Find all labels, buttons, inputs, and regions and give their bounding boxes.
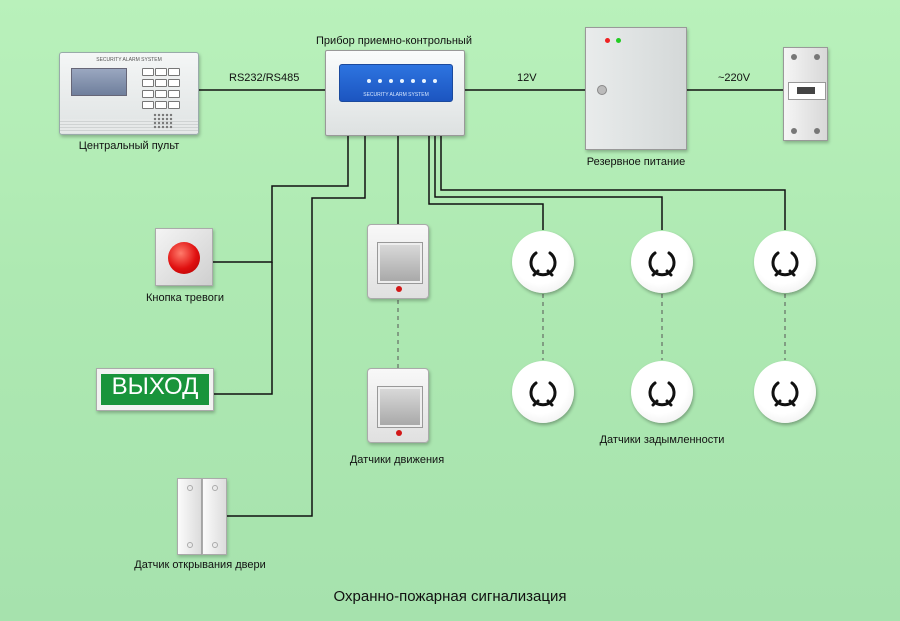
console-strip xyxy=(60,119,198,133)
green-led-icon xyxy=(616,38,621,43)
central-console: SECURITY ALARM SYSTEM xyxy=(59,52,199,135)
alarm-button-label: Кнопка тревоги xyxy=(145,292,225,304)
smoke-detector xyxy=(631,231,693,293)
breaker-switch xyxy=(788,82,826,100)
motion-sensors-label: Датчики движения xyxy=(349,454,445,466)
panel-label: Прибор приемно-контрольный xyxy=(316,35,472,47)
backup-power-unit xyxy=(585,27,687,150)
exit-sign-text: ВЫХОД xyxy=(111,373,199,400)
control-panel: SECURITY ALARM SYSTEM xyxy=(325,50,465,136)
console-label: Центральный пульт xyxy=(78,140,180,152)
lock-icon xyxy=(597,85,607,95)
label-220v: ~220V xyxy=(718,72,751,84)
screw-icon xyxy=(791,54,797,60)
sensor-lens-icon xyxy=(377,242,423,284)
door-sensor-label: Датчик открывания двери xyxy=(134,559,266,571)
red-button-icon xyxy=(168,242,200,274)
smoke-detectors-label: Датчики задымленности xyxy=(599,434,725,446)
backup-power-label: Резервное питание xyxy=(586,156,686,168)
motion-sensor xyxy=(367,224,429,299)
diagram-title: Охранно-пожарная сигнализация xyxy=(333,588,567,605)
console-keypad xyxy=(142,68,180,109)
indicator-led-icon xyxy=(396,286,402,292)
smoke-detector xyxy=(754,231,816,293)
speaker-grille-icon xyxy=(153,113,173,129)
panel-leds xyxy=(367,79,437,83)
exit-sign-panel xyxy=(101,374,209,405)
panel-brand: SECURITY ALARM SYSTEM xyxy=(363,92,429,98)
screw-icon xyxy=(814,128,820,134)
circuit-breaker xyxy=(783,47,828,141)
screw-icon xyxy=(791,128,797,134)
smoke-detector xyxy=(754,361,816,423)
alarm-button xyxy=(155,228,213,286)
label-12v: 12V xyxy=(517,72,537,84)
panel-display: SECURITY ALARM SYSTEM xyxy=(339,64,453,102)
console-brand: SECURITY ALARM SYSTEM xyxy=(96,57,162,63)
console-screen xyxy=(71,68,127,96)
smoke-detector xyxy=(512,231,574,293)
sensor-lens-icon xyxy=(377,386,423,428)
indicator-led-icon xyxy=(396,430,402,436)
smoke-detector xyxy=(631,361,693,423)
exit-sign: ВЫХОД xyxy=(96,368,214,411)
smoke-detector xyxy=(512,361,574,423)
screw-icon xyxy=(814,54,820,60)
label-rs232-rs485: RS232/RS485 xyxy=(229,72,300,84)
motion-sensor xyxy=(367,368,429,443)
red-led-icon xyxy=(605,38,610,43)
door-sensor xyxy=(177,478,227,555)
